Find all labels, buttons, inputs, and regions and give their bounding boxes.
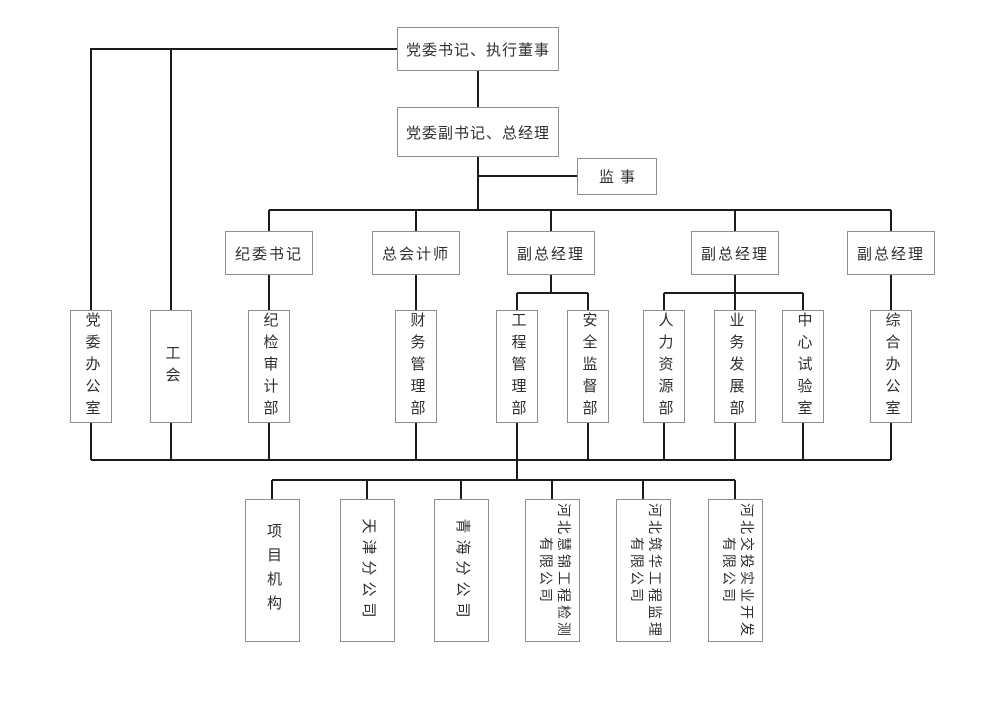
node-label: 人力资源部 xyxy=(656,311,673,422)
node-label: 党委书记、执行董事 xyxy=(405,42,550,59)
node-label: 党委办公室 xyxy=(83,311,100,422)
node-qinghai-branch: 青海分公司 xyxy=(434,499,489,642)
node-hebei-huijin-testing-co: 河北慧锦工程检测 有限公司 xyxy=(525,499,580,642)
node-label: 工程管理部 xyxy=(509,311,526,422)
node-label: 副总经理 xyxy=(700,246,769,263)
node-label: 业务发展部 xyxy=(727,311,744,422)
node-label: 项目机构 xyxy=(265,522,281,619)
node-deputy-general-manager-2: 副总经理 xyxy=(691,231,779,275)
node-label: 总会计师 xyxy=(381,246,450,263)
node-hebei-zhuhua-supervision-co: 河北筑华工程监理 有限公司 xyxy=(616,499,671,642)
node-deputy-general-manager-1: 副总经理 xyxy=(507,231,595,275)
node-label: 天津分公司 xyxy=(359,517,376,623)
node-label: 河北筑华工程监理 有限公司 xyxy=(627,502,661,639)
node-labor-union: 工会 xyxy=(150,310,192,423)
node-label: 财务管理部 xyxy=(408,311,425,422)
node-hebei-jiaotou-industrial-development-co: 河北交投实业开发 有限公司 xyxy=(708,499,763,642)
node-project-organizations: 项目机构 xyxy=(245,499,300,642)
node-label: 副总经理 xyxy=(516,246,585,263)
node-label: 纪检审计部 xyxy=(261,311,278,422)
node-discipline-audit-dept: 纪检审计部 xyxy=(248,310,290,423)
node-label: 河北交投实业开发 有限公司 xyxy=(719,502,753,639)
node-label: 纪委书记 xyxy=(234,246,303,263)
node-human-resources-dept: 人力资源部 xyxy=(643,310,685,423)
node-safety-supervision-dept: 安全监督部 xyxy=(567,310,609,423)
node-label: 党委副书记、总经理 xyxy=(405,125,550,142)
node-finance-management-dept: 财务管理部 xyxy=(395,310,437,423)
node-label: 副总经理 xyxy=(856,246,925,263)
node-business-development-dept: 业务发展部 xyxy=(714,310,756,423)
node-label: 安全监督部 xyxy=(580,311,597,422)
node-supervisor: 监事 xyxy=(577,158,657,195)
node-deputy-party-secretary-general-manager: 党委副书记、总经理 xyxy=(397,107,559,157)
node-label: 工会 xyxy=(163,344,180,389)
node-central-laboratory: 中心试验室 xyxy=(782,310,824,423)
node-discipline-committee-secretary: 纪委书记 xyxy=(225,231,313,275)
node-deputy-general-manager-3: 副总经理 xyxy=(847,231,935,275)
node-label: 青海分公司 xyxy=(453,517,470,623)
node-label: 中心试验室 xyxy=(795,311,812,422)
node-party-secretary-executive-director: 党委书记、执行董事 xyxy=(397,27,559,71)
node-general-office: 综合办公室 xyxy=(870,310,912,423)
node-label: 河北慧锦工程检测 有限公司 xyxy=(536,502,570,639)
node-engineering-management-dept: 工程管理部 xyxy=(496,310,538,423)
node-label: 监事 xyxy=(598,170,641,186)
node-party-committee-office: 党委办公室 xyxy=(70,310,112,423)
node-label: 综合办公室 xyxy=(883,311,900,422)
node-tianjin-branch: 天津分公司 xyxy=(340,499,395,642)
node-chief-accountant: 总会计师 xyxy=(372,231,460,275)
